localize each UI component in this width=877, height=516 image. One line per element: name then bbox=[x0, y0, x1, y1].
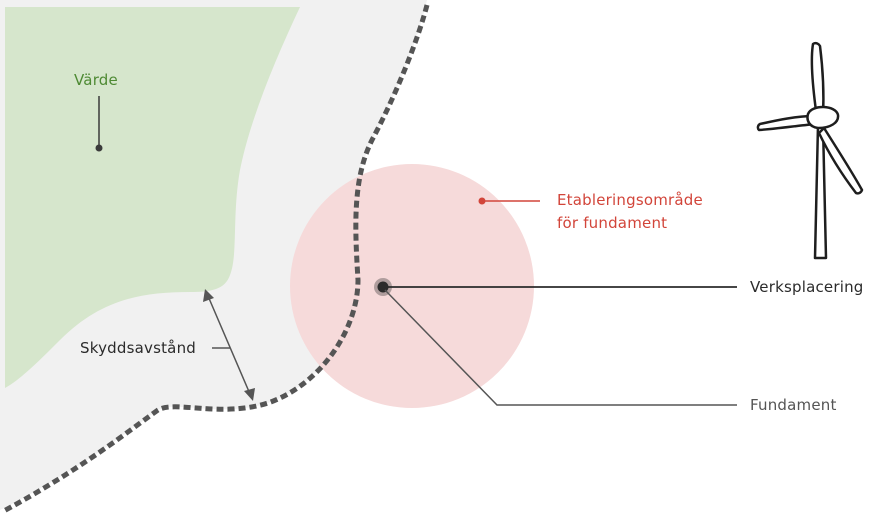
foundation-leader-line bbox=[384, 289, 737, 406]
protection-distance-arrow bbox=[207, 295, 251, 395]
value-label: Värde bbox=[74, 71, 118, 89]
protection-boundary-line bbox=[0, 4, 430, 515]
protection-distance-label: Skyddsavstånd bbox=[80, 339, 196, 357]
arrow-head-bottom bbox=[244, 388, 255, 401]
establishment-label-line1: Etableringsområde bbox=[557, 191, 703, 209]
placement-label: Verksplacering bbox=[750, 278, 864, 296]
establishment-label-line2: för fundament bbox=[557, 214, 667, 232]
value-area bbox=[5, 7, 300, 388]
value-leader-dot bbox=[95, 144, 103, 152]
arrow-head-top bbox=[203, 289, 214, 302]
foundation-label: Fundament bbox=[750, 396, 837, 414]
wind-turbine-icon bbox=[756, 41, 864, 260]
establishment-area bbox=[290, 164, 534, 408]
